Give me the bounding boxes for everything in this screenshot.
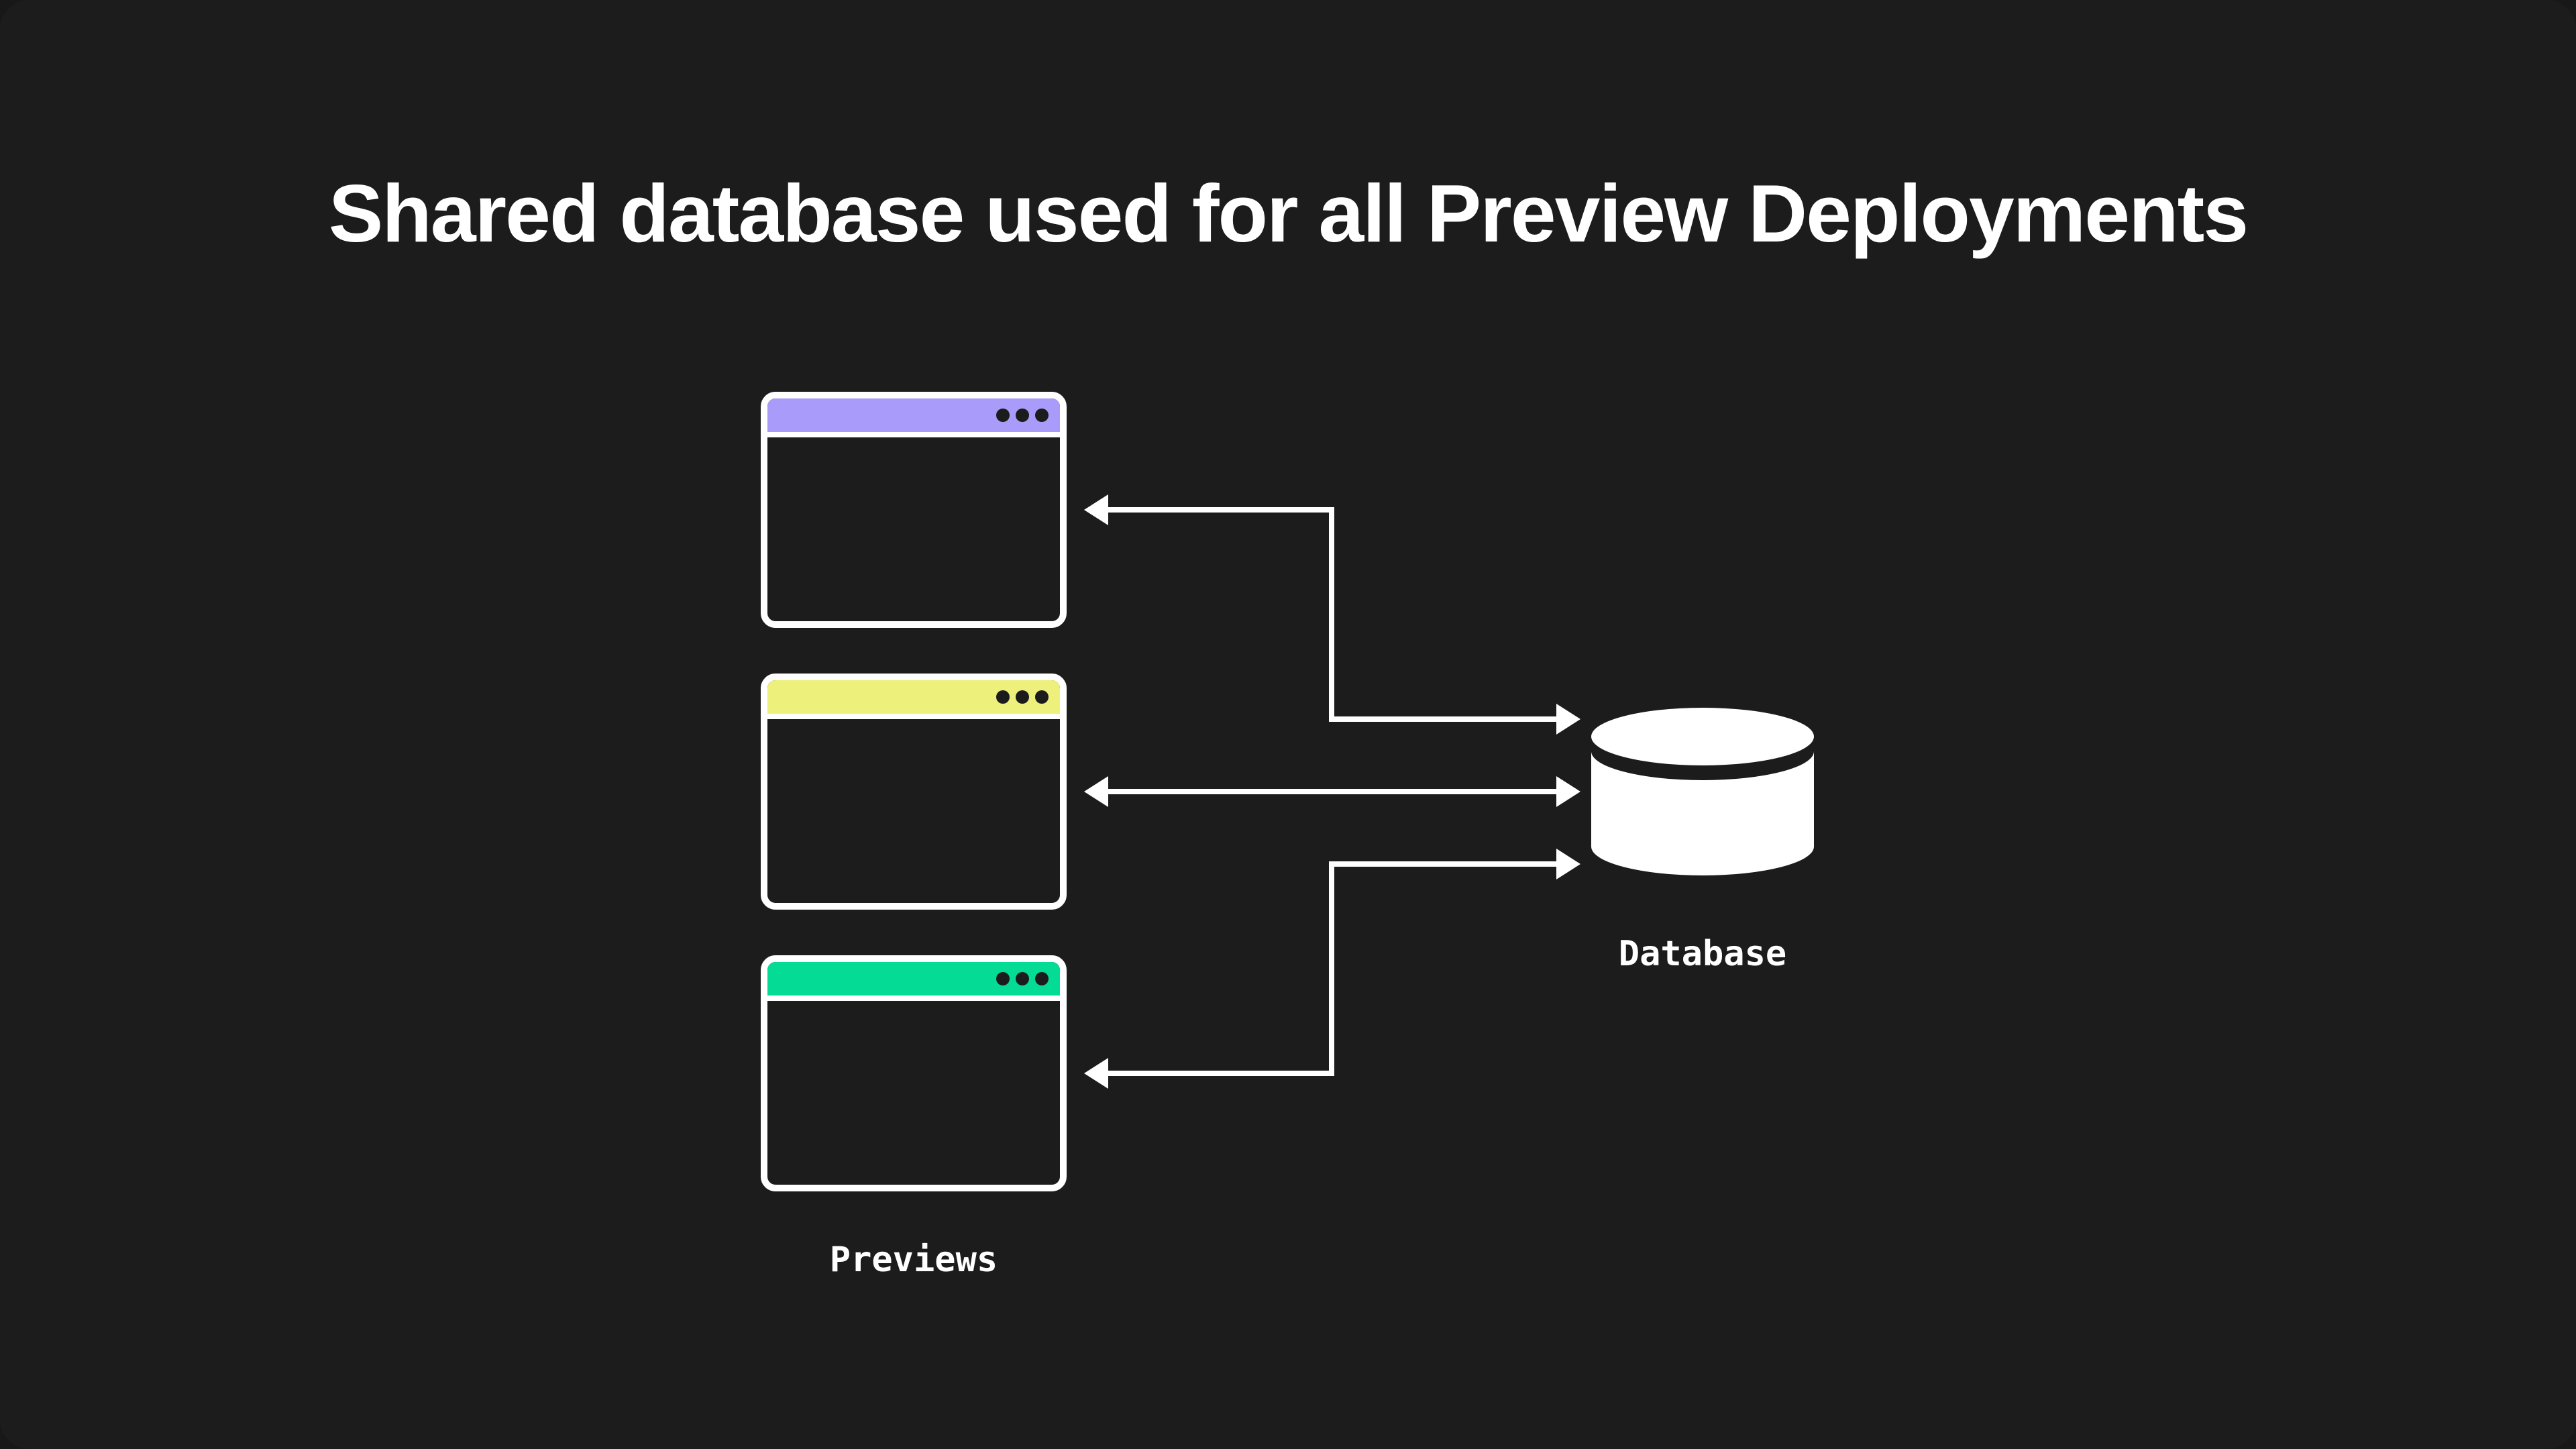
arrowhead-left-icon [1084, 1058, 1108, 1089]
window-control-dots-icon [996, 690, 1010, 704]
connector-top [1107, 507, 1558, 722]
previews-label: Previews [829, 1240, 998, 1280]
window-control-dots-icon [1035, 972, 1049, 985]
page-title: Shared database used for all Preview Dep… [328, 168, 2249, 259]
window-control-dots-icon [1016, 690, 1029, 704]
window-titlebar [767, 962, 1060, 1001]
connector-bottom [1107, 861, 1558, 1076]
arrowhead-left-icon [1084, 494, 1108, 525]
arrowhead-left-icon [1084, 776, 1108, 807]
arrowhead-right-icon [1556, 776, 1580, 807]
window-titlebar [767, 680, 1060, 719]
database-label: Database [1618, 934, 1787, 974]
window-control-dots-icon [1016, 972, 1029, 985]
window-control-dots-icon [996, 972, 1010, 985]
preview-window-3 [761, 955, 1067, 1191]
preview-window-2 [761, 674, 1067, 910]
arrowhead-right-icon [1556, 849, 1580, 879]
window-control-dots-icon [1035, 409, 1049, 422]
window-control-dots-icon [1016, 409, 1029, 422]
window-control-dots-icon [1035, 690, 1049, 704]
preview-window-1 [761, 392, 1067, 628]
window-control-dots-icon [996, 409, 1010, 422]
arrowhead-right-icon [1556, 704, 1580, 735]
window-titlebar [767, 398, 1060, 437]
database-cylinder-icon [1591, 708, 1814, 875]
